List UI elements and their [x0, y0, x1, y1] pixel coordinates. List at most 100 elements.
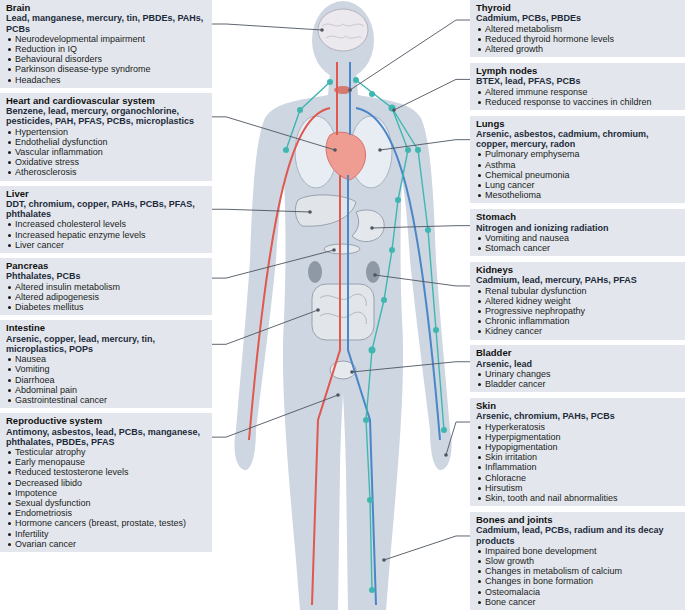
organ-box: ThyroidCadmium, PCBs, PBDEsAltered metab… [470, 0, 685, 57]
organ-heading: Liver [6, 189, 206, 199]
pollutant-list: Cadmium, lead, mercury, PAHs, PFAS [476, 275, 679, 285]
organ-heading: Lungs [476, 119, 679, 129]
organ-heading: Bones and joints [476, 515, 679, 525]
stomach [352, 210, 384, 242]
kidney-left [308, 261, 322, 283]
leader-dot [333, 148, 337, 152]
pollutant-list: Cadmium, lead, PCBs, radium and its deca… [476, 525, 679, 545]
effect-item: Skin irritation [476, 452, 679, 462]
effect-item: Altered kidney weight [476, 296, 679, 306]
organ-heading: Skin [476, 401, 679, 411]
organ-heading: Heart and cardiovascular system [6, 96, 206, 106]
organ-heading: Pancreas [6, 261, 206, 271]
intestine [312, 284, 374, 340]
effect-item: Altered immune response [476, 87, 679, 97]
effect-item: Endothelial dysfunction [6, 137, 206, 147]
organ-box: LungsArsenic, asbestos, cadmium, chromiu… [470, 116, 685, 204]
leader-dot [350, 370, 354, 374]
effect-item: Hirsutism [476, 483, 679, 493]
effect-item: Vomiting and nausea [476, 233, 679, 243]
leader-line [372, 226, 470, 228]
effect-item: Asthma [476, 160, 679, 170]
organ-heading: Brain [6, 3, 206, 13]
organ-box: KidneysCadmium, lead, mercury, PAHs, PFA… [470, 262, 685, 340]
pollutant-list: Phthalates, PCBs [6, 271, 206, 281]
leader-line [350, 20, 470, 90]
organ-heading: Intestine [6, 323, 206, 333]
leader-dot [444, 453, 448, 457]
pollutant-list: DDT, chromium, copper, PAHs, PCBs, PFAS,… [6, 199, 206, 219]
effect-item: Impotence [6, 488, 206, 498]
effect-item: Pulmonary emphysema [476, 149, 679, 159]
leader-line [394, 79, 470, 110]
effect-item: Reduced testosterone levels [6, 467, 206, 477]
leader-dot [378, 148, 382, 152]
effect-item: Increased cholesterol levels [6, 219, 206, 229]
effect-item: Chronic inflammation [476, 316, 679, 326]
effect-item: Urinary changes [476, 369, 679, 379]
leader-dot [348, 88, 352, 92]
effect-item: Hypopigmentation [476, 442, 679, 452]
effect-item: Hormone cancers (breast, prostate, teste… [6, 518, 206, 528]
effect-item: Nausea [6, 354, 206, 364]
organ-box: LiverDDT, chromium, copper, PAHs, PCBs, … [0, 186, 212, 253]
organ-heading: Lymph nodes [476, 66, 679, 76]
head [312, 1, 374, 79]
effect-item: Hypertension [6, 127, 206, 137]
leader-line [384, 536, 470, 560]
pollutant-list: Cadmium, PCBs, PBDEs [476, 13, 679, 23]
leader-line [380, 140, 470, 150]
leader-dot [316, 308, 320, 312]
effect-item: Neurodevelopmental impairment [6, 34, 206, 44]
effect-item: Hyperpigmentation [476, 432, 679, 442]
kidney-right [366, 261, 380, 283]
leader-line [212, 24, 322, 30]
pollutant-list: Arsenic, asbestos, cadmium, chromium, co… [476, 129, 679, 149]
effect-item: Infertility [6, 529, 206, 539]
pollutant-list: Arsenic, chromium, PAHs, PCBs [476, 411, 679, 421]
effect-item: Inflammation [476, 462, 679, 472]
leader-dot [308, 210, 312, 214]
organ-box: BladderArsenic, leadUrinary changesBladd… [470, 345, 685, 392]
leader-line [352, 362, 470, 372]
effect-item: Liver cancer [6, 240, 206, 250]
effect-item: Sexual dysfunction [6, 498, 206, 508]
effect-item: Reduced thyroid hormone levels [476, 34, 679, 44]
effect-item: Behavioural disorders [6, 54, 206, 64]
brain [318, 9, 368, 51]
effect-item: Testicular atrophy [6, 447, 206, 457]
effect-item: Decreased libido [6, 478, 206, 488]
organ-heading: Kidneys [476, 265, 679, 275]
effect-item: Atherosclerosis [6, 167, 206, 177]
organ-box: Lymph nodesBTEX, lead, PFAS, PCBsAltered… [470, 63, 685, 110]
leader-line [212, 395, 338, 437]
leader-line [212, 209, 310, 212]
effect-item: Endometriosis [6, 508, 206, 518]
organ-box: SkinArsenic, chromium, PAHs, PCBsHyperke… [470, 398, 685, 506]
pollutant-list: Arsenic, copper, lead, mercury, tin, mic… [6, 334, 206, 354]
effect-item: Mesothelioma [476, 190, 679, 200]
effect-item: Oxidative stress [6, 157, 206, 167]
organ-box: PancreasPhthalates, PCBsAltered insulin … [0, 258, 212, 315]
organ-box: Reproductive systemAntimony, asbestos, l… [0, 413, 212, 552]
leader-line [375, 275, 470, 286]
effect-item: Vomiting [6, 364, 206, 374]
effect-item: Bladder cancer [476, 379, 679, 389]
effect-item: Early menopause [6, 457, 206, 467]
effect-item: Reduction in IQ [6, 44, 206, 54]
effect-item: Lung cancer [476, 180, 679, 190]
effect-item: Altered metabolism [476, 24, 679, 34]
effect-item: Reduced response to vaccines in children [476, 97, 679, 107]
effect-item: Hyperkeratosis [476, 422, 679, 432]
effect-item: Diarrhoea [6, 375, 206, 385]
leader-dot [382, 558, 386, 562]
brain-folds [322, 24, 364, 38]
blood-vessels [249, 62, 440, 605]
organ-box: Bones and jointsCadmium, lead, PCBs, rad… [470, 512, 685, 610]
body-silhouette [234, 72, 451, 610]
effect-item: Progressive nephropathy [476, 306, 679, 316]
leader-dot [336, 393, 340, 397]
leader-line [446, 422, 470, 455]
effect-item: Skin, tooth and nail abnormalities [476, 493, 679, 503]
